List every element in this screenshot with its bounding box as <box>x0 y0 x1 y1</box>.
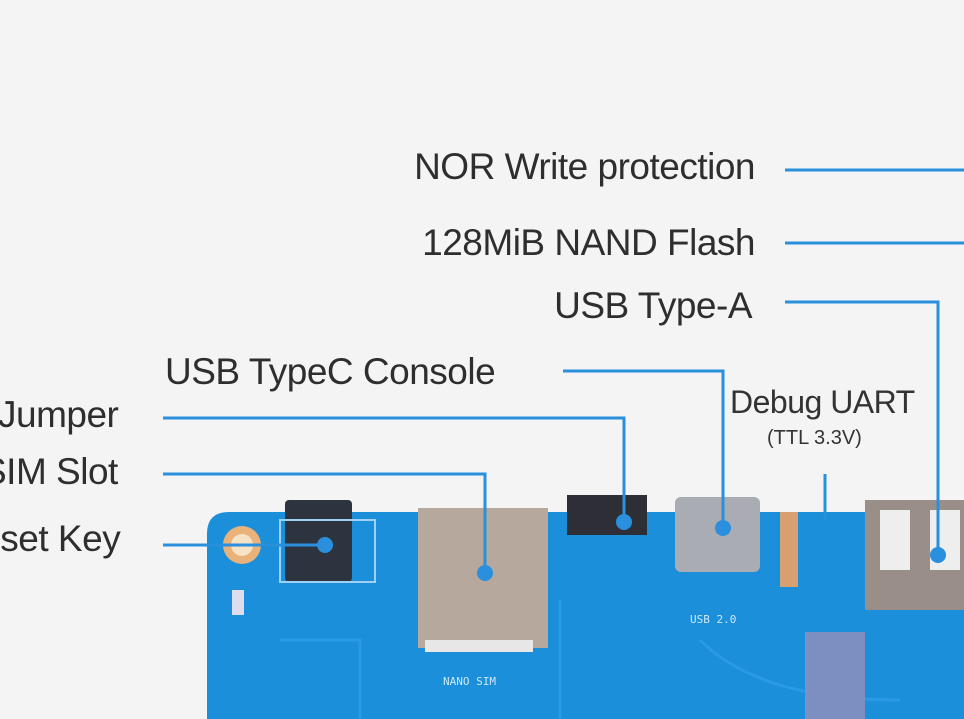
usb-typec-port <box>675 497 760 572</box>
label-nor-write-protection: NOR Write protection <box>414 146 755 187</box>
leader-dots <box>317 514 946 581</box>
label-usb-type-a: USB Type-A <box>554 285 752 326</box>
silkscreen-sim: NANO SIM <box>443 675 496 688</box>
label-usb-typec-console: USB TypeC Console <box>165 351 496 392</box>
label-jumper: Jumper <box>0 394 119 435</box>
leader-lines <box>163 168 964 573</box>
pcb-board <box>207 512 964 719</box>
label-nand-flash: 128MiB NAND Flash <box>422 222 755 263</box>
label-sim-slot: SIM Slot <box>0 451 118 492</box>
pcb-trace <box>280 600 901 719</box>
label-debug-uart: Debug UART <box>730 384 915 420</box>
silkscreen-usb: USB 2.0 <box>690 613 737 626</box>
label-reset-key: Reset Key <box>0 518 121 559</box>
jumper-header <box>567 495 647 535</box>
label-debug-uart-voltage: (TTL 3.3V) <box>767 427 862 449</box>
chip <box>805 632 865 719</box>
